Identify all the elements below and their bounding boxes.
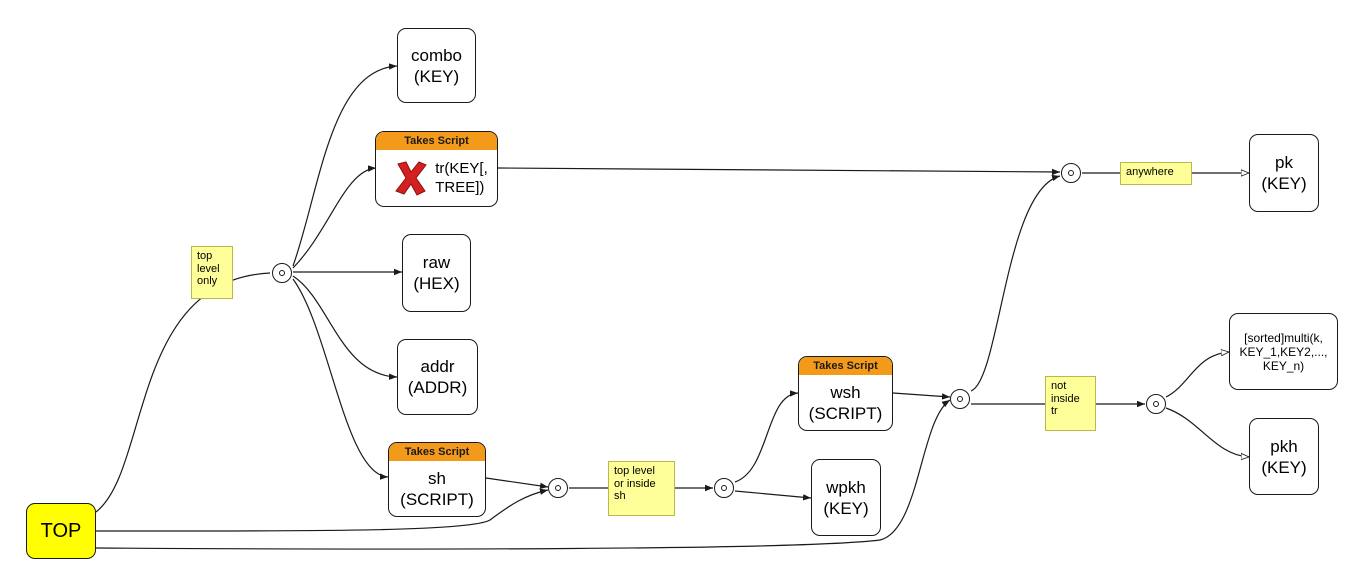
note-line: top level	[614, 465, 655, 477]
edge-sh-to-hub2	[485, 477, 549, 490]
note-line: only	[197, 275, 218, 287]
edge-hub3-to-wpkh	[734, 490, 812, 501]
node-multi: [sorted]multi(k, KEY_1,KEY2,..., KEY_n)	[1229, 313, 1338, 390]
node-addr-arg: (ADDR)	[407, 378, 468, 397]
note-line: sh	[614, 490, 626, 502]
junction-hub-5	[1061, 163, 1081, 183]
node-wpkh-name: wpkh	[826, 477, 866, 497]
note-line: level	[197, 262, 220, 275]
edge-hub1-to-sh	[292, 278, 389, 480]
node-raw-name: raw	[422, 253, 451, 272]
note-line: not	[1051, 380, 1067, 392]
edge-hub4-to-hub5	[970, 174, 1061, 392]
node-pk: pk (KEY)	[1249, 134, 1319, 212]
edge-hub6-to-pkh	[1165, 407, 1249, 457]
node-addr: addr (ADDR)	[397, 339, 478, 415]
note-line: or inside	[614, 477, 656, 490]
edge-hub6-to-multi	[1165, 352, 1229, 398]
note-line: anywhere	[1126, 166, 1174, 178]
node-combo-arg: (KEY)	[413, 66, 460, 86]
red-x-icon	[395, 161, 428, 196]
note-line: tr	[1051, 405, 1058, 417]
node-wpkh: wpkh (KEY)	[811, 459, 881, 536]
node-tr-name: tr(KEY[,	[435, 160, 488, 177]
node-multi-line2: KEY_1,KEY2,...,	[1239, 344, 1328, 359]
node-multi-line3: KEY_n)	[1262, 358, 1305, 373]
edge-hub1-to-addr	[292, 275, 398, 380]
edge-top-to-hub4	[95, 399, 951, 550]
node-sh-arg: (SCRIPT)	[400, 489, 474, 509]
junction-hub-6	[1146, 394, 1166, 414]
node-wsh: Takes Script wsh (SCRIPT)	[798, 356, 893, 431]
note-line: inside	[1051, 392, 1080, 405]
edge-hub3-to-wsh	[734, 390, 799, 483]
node-sh: Takes Script sh (SCRIPT)	[388, 442, 486, 517]
node-multi-line1: [sorted]multi(k,	[1244, 330, 1323, 345]
note-anywhere: anywhere	[1120, 162, 1192, 185]
node-sh-name: sh	[428, 468, 446, 488]
node-pkh-arg: (KEY)	[1261, 457, 1307, 477]
junction-hub-1	[272, 263, 292, 283]
node-tr: Takes Script tr(KEY[, TREE])	[375, 131, 498, 207]
edge-tr-to-hub5	[497, 167, 1061, 176]
note-not-inside-tr: not inside tr	[1045, 376, 1096, 431]
note-top-level-only: top level only	[191, 246, 233, 299]
edge-hub1-to-tr	[292, 165, 377, 269]
junction-hub-3	[714, 478, 734, 498]
node-raw-arg: (HEX)	[413, 274, 460, 293]
node-combo-name: combo	[410, 45, 463, 65]
takes-script-banner: Takes Script	[389, 443, 485, 461]
note-line: top	[197, 250, 213, 262]
edge-hub1-to-combo	[292, 63, 398, 267]
node-pkh-name: pkh	[1270, 436, 1298, 456]
takes-script-banner: Takes Script	[376, 132, 497, 150]
node-raw: raw (HEX)	[402, 234, 471, 312]
node-tr-arg: TREE])	[435, 179, 485, 196]
edge-top-to-hub1	[95, 272, 271, 513]
edge-wsh-to-hub4	[892, 392, 951, 400]
node-pkh: pkh (KEY)	[1249, 418, 1319, 495]
node-wsh-arg: (SCRIPT)	[808, 403, 883, 423]
junction-hub-4	[950, 389, 970, 409]
junction-hub-2	[548, 478, 568, 498]
node-addr-name: addr	[420, 357, 455, 376]
node-wpkh-arg: (KEY)	[823, 498, 869, 518]
node-pk-arg: (KEY)	[1261, 174, 1307, 193]
edge-top-to-hub2	[95, 488, 549, 532]
node-wsh-name: wsh	[830, 382, 861, 402]
takes-script-banner: Takes Script	[799, 357, 892, 375]
node-pk-name: pk	[1275, 153, 1293, 172]
node-top: TOP	[26, 503, 96, 559]
node-combo: combo (KEY)	[397, 28, 476, 103]
node-top-label: TOP	[40, 519, 82, 542]
note-top-level-or-inside-sh: top level or inside sh	[608, 461, 675, 516]
